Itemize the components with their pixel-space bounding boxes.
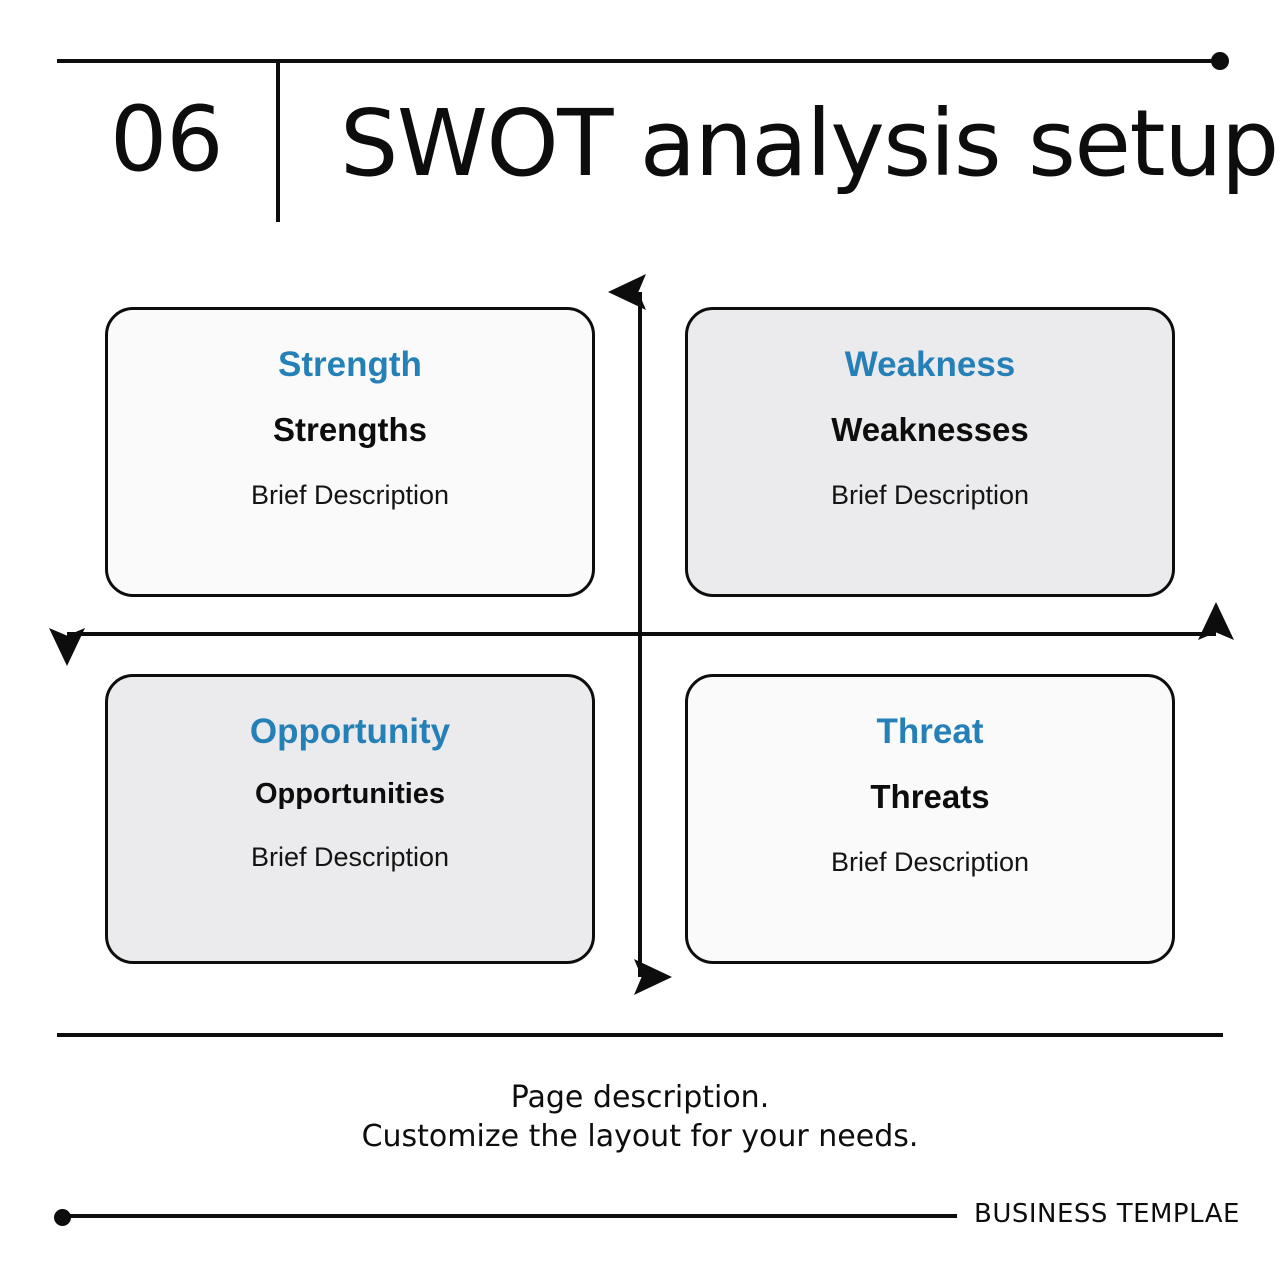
baseline-rule [62,1214,957,1218]
header-rule [57,59,1220,63]
page-title: SWOT analysis setup [340,90,1279,197]
quadrant-heading-strength: Strength [278,345,422,384]
quadrant-description-strength: Brief Description [250,479,450,510]
quadrant-description-weakness: Brief Description [830,479,1030,510]
footer-description: Page description. Customize the layout f… [0,1078,1280,1156]
brand-label: BUSINESS TEMPLAE [974,1199,1240,1229]
quadrant-description-opportunity: Brief Description [250,842,450,873]
header-end-dot-icon [1211,52,1229,70]
footer-rule [57,1033,1223,1037]
quadrant-heading-threat: Threat [876,712,984,751]
quadrant-opportunity[interactable]: Opportunity Opportunities Brief Descript… [105,674,595,964]
quadrant-heading-opportunity: Opportunity [249,712,451,751]
quadrant-subtitle-weakness: Weaknesses [831,410,1029,448]
footer-description-line-2: Customize the layout for your needs. [361,1119,919,1154]
quadrant-weakness[interactable]: Weakness Weaknesses Brief Description [685,307,1175,597]
quadrant-description-threat: Brief Description [830,846,1030,877]
quadrant-subtitle-opportunity: Opportunities [254,777,446,810]
quadrant-subtitle-strength: Strengths [272,410,427,448]
quadrant-heading-weakness: Weakness [844,345,1016,384]
quadrant-strength[interactable]: Strength Strengths Brief Description [105,307,595,597]
header-vertical-divider [276,62,280,222]
footer-description-line-1: Page description. [510,1080,770,1115]
slide-number: 06 [110,87,224,192]
quadrant-subtitle-threat: Threats [870,777,990,815]
quadrant-threat[interactable]: Threat Threats Brief Description [685,674,1175,964]
